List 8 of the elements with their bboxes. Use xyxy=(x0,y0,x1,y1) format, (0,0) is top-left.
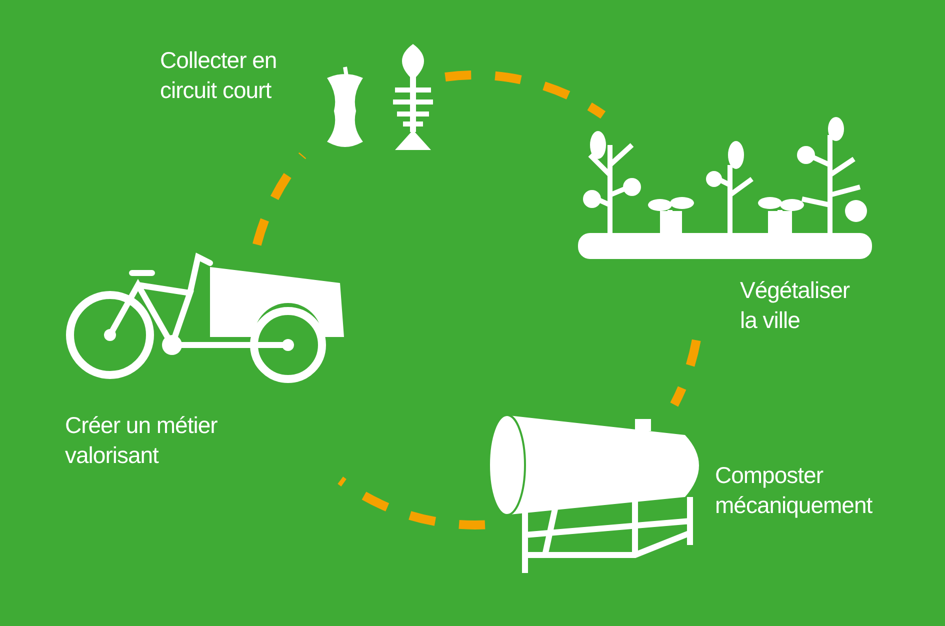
stage-label: Végétaliser la ville xyxy=(740,276,851,335)
stage-label: Collecter en circuit court xyxy=(160,46,278,105)
stage-label: Composter mécaniquement xyxy=(715,461,874,520)
stage-label: Créer un métier valorisant xyxy=(65,411,218,470)
dashed-connector xyxy=(444,70,606,119)
dashed-connector xyxy=(338,476,486,530)
dashed-connector xyxy=(252,152,306,246)
dashed-connector xyxy=(670,339,701,407)
